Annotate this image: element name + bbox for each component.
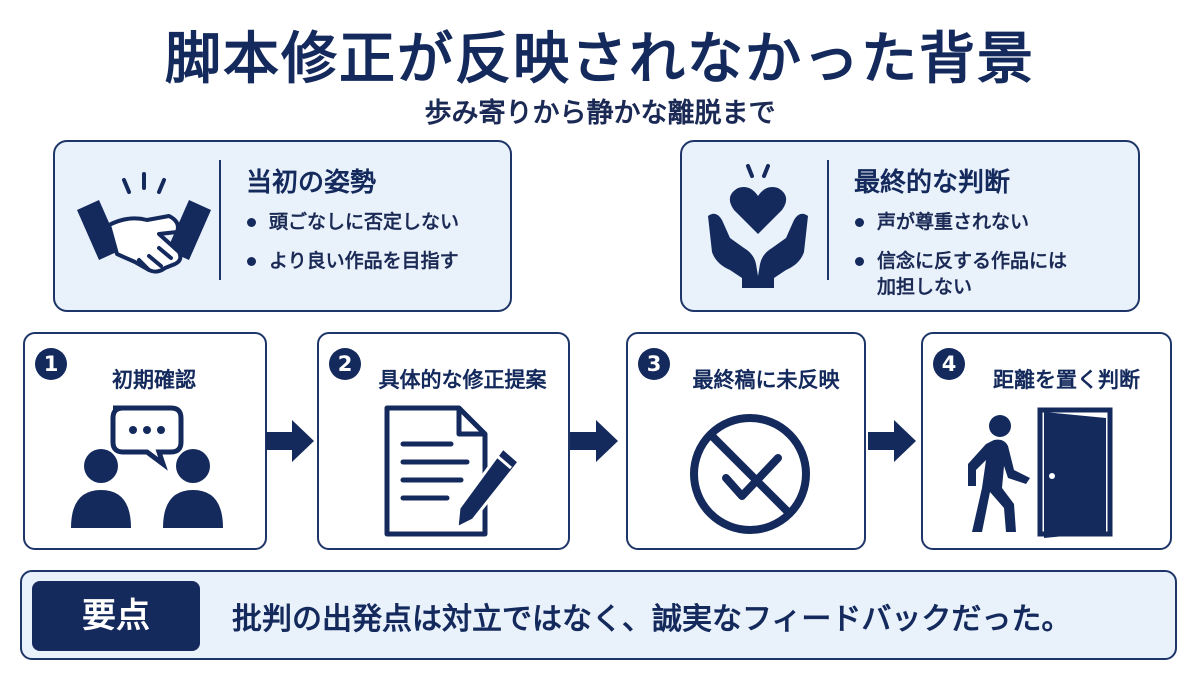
arrow-right-icon [570, 420, 618, 462]
initial-stance-box: 当初の姿勢 頭ごなしに否定しない より良い作品を目指す [53, 140, 512, 312]
two-people-chat-icon [71, 405, 223, 528]
heart-in-hands-icon [708, 164, 808, 288]
page-subtitle: 歩み寄りから静かな離脱まで [424, 98, 776, 129]
crossed-check-icon [690, 414, 810, 534]
person-leaving-door-icon [968, 407, 1113, 538]
step-4-card: 4 距離を置く判断 [921, 332, 1172, 550]
initial-stance-title: 当初の姿勢 [246, 168, 377, 198]
step-2-card: 2 具体的な修正提案 [317, 332, 570, 550]
summary-tag: 要点 [32, 581, 200, 651]
list-item: より良い作品を目指す [245, 248, 459, 274]
list-item: 声が尊重されない [853, 209, 1067, 235]
list-item-line-2: 加担しない [877, 276, 973, 298]
step-4-label: 距離を置く判断 [993, 368, 1140, 392]
initial-divider [219, 160, 221, 280]
list-item-line-1: 信念に反する作品には [877, 250, 1068, 272]
page-title: 脚本修正が反映されなかった背景 [165, 27, 1035, 92]
summary-text: 批判の出発点は対立ではなく、誠実なフィードバックだった。 [232, 602, 1072, 637]
summary-box: 要点 批判の出発点は対立ではなく、誠実なフィードバックだった。 [20, 570, 1177, 660]
arrow-right-icon [868, 420, 916, 462]
step-1-label: 初期確認 [112, 368, 196, 392]
step-2-label: 具体的な修正提案 [378, 368, 547, 392]
step-3-card: 3 最終稿に未反映 [626, 332, 866, 550]
arrow-right-icon [266, 420, 314, 462]
handshake-icon [77, 172, 211, 274]
final-divider [827, 160, 829, 280]
final-judgment-list: 声が尊重されない 信念に反する作品には 加担しない [853, 209, 1067, 300]
step-number-badge: 3 [638, 348, 670, 380]
step-1-card: 1 初期確認 [23, 332, 267, 550]
list-item: 信念に反する作品には 加担しない [853, 248, 1067, 300]
step-number-badge: 1 [35, 348, 67, 380]
step-number-badge: 4 [933, 348, 965, 380]
list-item: 頭ごなしに否定しない [245, 209, 459, 235]
step-number-badge: 2 [329, 348, 361, 380]
initial-stance-list: 頭ごなしに否定しない より良い作品を目指す [245, 209, 459, 287]
final-judgment-box: 最終的な判断 声が尊重されない 信念に反する作品には 加担しない [680, 140, 1140, 312]
final-judgment-title: 最終的な判断 [854, 168, 1011, 198]
document-pen-icon [384, 405, 521, 537]
step-3-label: 最終稿に未反映 [692, 368, 840, 392]
